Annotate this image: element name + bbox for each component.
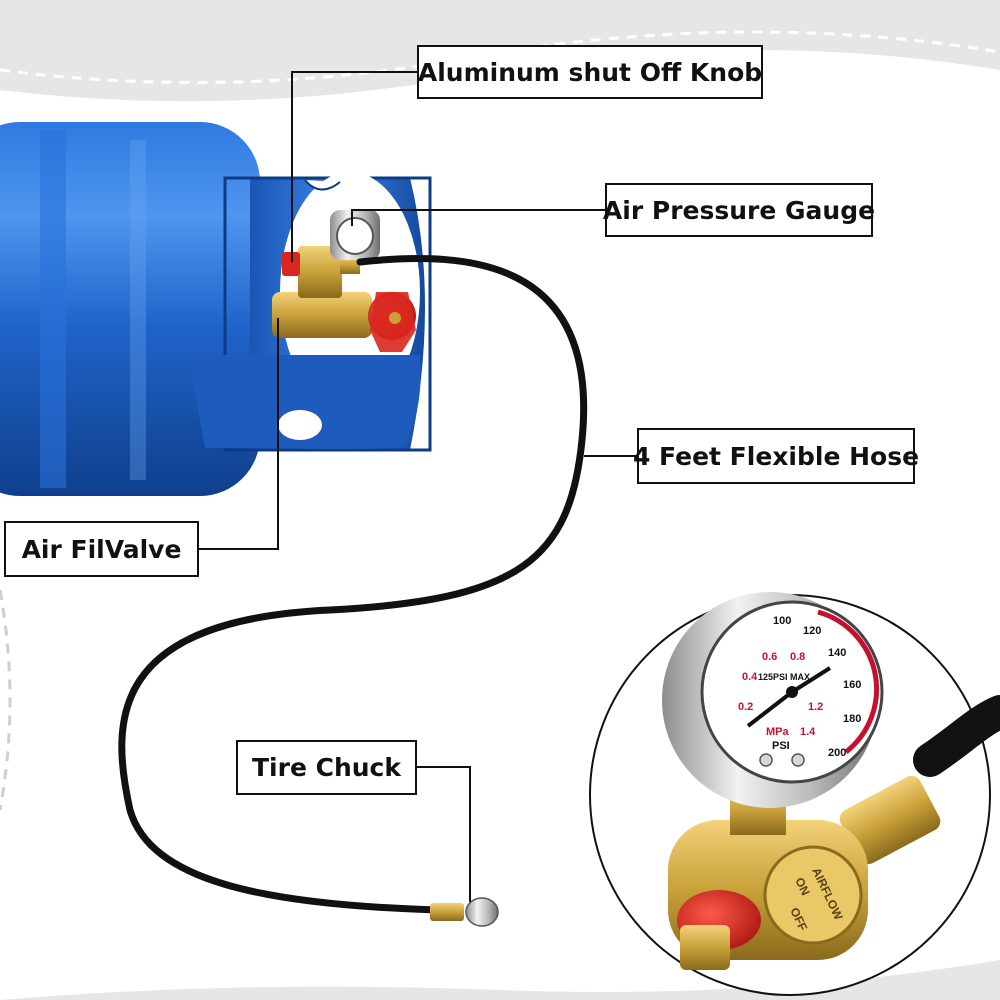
mpa-tick-0-4: 0.4	[742, 671, 758, 683]
gauge-dial-text: 100 120 140 160 180 200 0.2 0.4 0.6 0.8 …	[738, 615, 861, 759]
tank-valve-assembly	[272, 210, 416, 352]
on-label: ON	[792, 875, 812, 897]
leader-valve	[199, 318, 279, 550]
leader-lines	[199, 71, 637, 902]
psi-tick-140: 140	[828, 647, 846, 659]
mpa-tick-0-2: 0.2	[738, 701, 753, 713]
max-pressure-label: 125PSI MAX	[758, 672, 810, 682]
psi-tick-100: 100	[773, 615, 791, 627]
mpa-tick-1-4: 1.4	[800, 726, 816, 738]
callout-air-pressure-gauge: Air Pressure Gauge	[603, 183, 875, 237]
psi-tick-180: 180	[843, 713, 861, 725]
backdrop-dash-top	[0, 30, 1000, 84]
gauge-inset	[589, 592, 1000, 996]
unit-mpa-label: MPa	[766, 726, 790, 738]
flexible-hose	[118, 255, 588, 914]
leader-chuck	[417, 766, 471, 902]
propane-tank	[0, 122, 432, 496]
leader-gauge	[351, 209, 605, 226]
callout-flexible-hose: 4 Feet Flexible Hose	[633, 428, 919, 484]
psi-tick-200: 200	[828, 747, 846, 759]
mpa-tick-0-8: 0.8	[790, 651, 805, 663]
tire-chuck	[430, 897, 499, 927]
callout-tire-chuck: Tire Chuck	[236, 740, 417, 795]
callout-air-fill-valve: Air FilValve	[4, 521, 199, 577]
psi-tick-120: 120	[803, 625, 821, 637]
mpa-tick-0-6: 0.6	[762, 651, 777, 663]
callout-aluminum-shut-off-knob: Aluminum shut Off Knob	[417, 45, 763, 99]
mpa-tick-1-2: 1.2	[808, 701, 823, 713]
psi-tick-160: 160	[843, 679, 861, 691]
unit-psi-label: PSI	[772, 740, 790, 752]
backdrop-dash-left	[0, 589, 12, 811]
leader-knob	[291, 71, 417, 262]
